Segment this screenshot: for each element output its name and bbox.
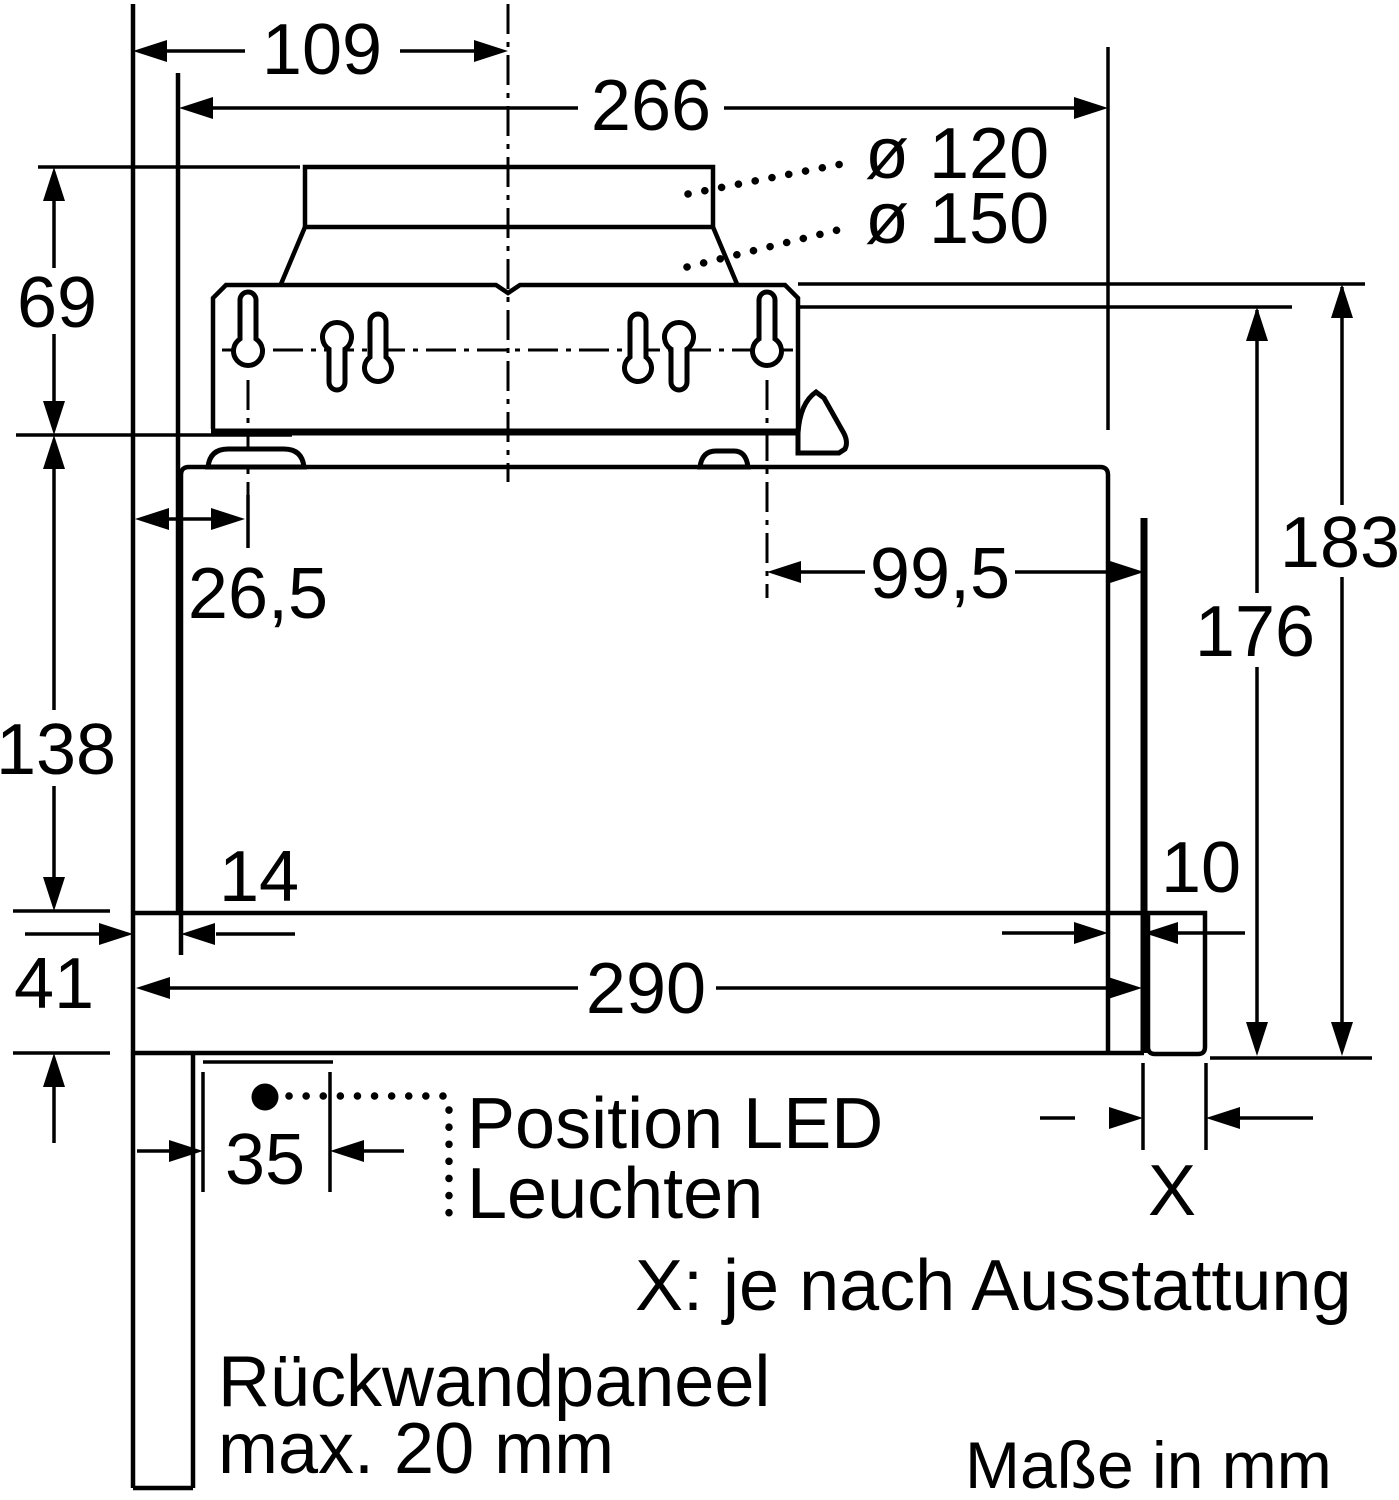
dim-183-label: 183 [1280,503,1399,583]
dim-99-5: 99,5 [767,534,1144,614]
dim-109-label: 109 [262,10,382,90]
visor-end-cap [1145,910,1208,1057]
x-note: X: je nach Ausstattung [635,1246,1351,1326]
dim-14: 14 [25,837,299,945]
dim-290-label: 290 [586,949,706,1029]
keyhole-slot [625,314,652,381]
mounting-hook [795,388,849,456]
dim-41: 41 [13,944,110,1143]
duct-adapter-150 [278,226,740,285]
dim-26-5-label: 26,5 [188,554,328,634]
hood-body [178,388,1111,1053]
dim-69-label: 69 [17,263,97,343]
led-note-line2: Leuchten [467,1154,763,1234]
dim-35-led: 35 [137,1072,453,1232]
dim-14-label: 14 [219,837,299,917]
dim-41-label: 41 [14,944,94,1024]
dim-138: 138 [0,433,292,913]
keyhole-slot [365,314,392,381]
panel-note-line1: Rückwandpaneel [218,1342,770,1422]
panel-note-line2: max. 20 mm [218,1409,614,1489]
dim-266: 266 [179,66,1108,146]
diameter-labels: ø 120 ø 150 [683,114,1049,271]
dim-x-label: X [1148,1151,1196,1231]
dim-138-label: 138 [0,710,116,790]
dim-x: X [1040,1063,1313,1231]
led-dot [251,1083,279,1111]
dim-69: 69 [17,165,300,435]
keyhole-slot [323,323,352,390]
dim-99-5-label: 99,5 [870,534,1010,614]
dim-109: 109 [133,10,508,90]
dim-176: 176 [798,305,1372,1060]
pullout-visor-band [133,518,1208,1064]
dim-35-label: 35 [225,1120,305,1200]
dim-183: 183 [798,282,1399,1056]
led-note-line1: Position LED [467,1084,883,1164]
units-note: Maße in mm [965,1428,1332,1500]
keyhole-slot [665,323,694,390]
dim-10-label: 10 [1161,828,1241,908]
keyhole-slot [753,292,782,365]
dim-290: 290 [136,949,1142,1029]
dim-266-label: 266 [591,66,711,146]
mounting-bracket [210,4,801,598]
wall-lines [130,4,181,1488]
diameter-150-label: ø 150 [865,179,1049,259]
dim-10: 10 [1002,828,1245,944]
bracket-foot-left [205,446,307,470]
back-wall-panel [133,1053,196,1491]
leader-150 [683,223,854,271]
dim-26-5: 26,5 [135,495,328,634]
keyhole-slot [234,292,263,365]
notes: Position LED Leuchten X: je nach Ausstat… [218,1084,1351,1500]
dim-176-label: 176 [1195,592,1315,672]
leader-120 [684,158,856,198]
bracket-foot-right [697,448,751,470]
diameter-120-label: ø 120 [865,114,1049,194]
